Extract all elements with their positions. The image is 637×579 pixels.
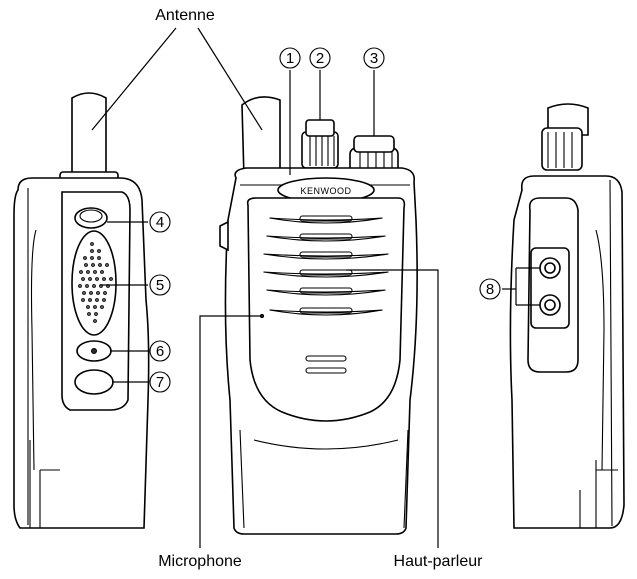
speaker-slot-inner <box>299 215 353 222</box>
volume-knob <box>301 119 339 169</box>
callout-4: 4 <box>149 211 171 233</box>
ptt-texture-dot <box>102 277 106 281</box>
left-antenna <box>71 92 107 181</box>
speaker-slot-inner <box>299 269 353 276</box>
ptt-texture-dot <box>91 263 95 267</box>
speaker-grille <box>263 215 389 316</box>
antenna-label: Antenne <box>155 7 215 24</box>
antenna-leader-left <box>91 27 177 131</box>
ptt-texture-dot <box>90 256 94 260</box>
left-side-view <box>13 92 150 529</box>
ptt-texture-dot <box>93 270 97 274</box>
ptt-texture-dot <box>88 277 92 281</box>
ptt-texture-dot <box>90 242 94 246</box>
ptt-texture-dot <box>95 277 99 281</box>
speaker-slot <box>266 289 386 296</box>
side-button-upper <box>74 207 108 229</box>
ptt-texture-dot <box>100 270 104 274</box>
callout-6: 6 <box>149 340 171 362</box>
ptt-texture-dot <box>89 291 93 295</box>
ptt-texture-dot <box>86 270 90 274</box>
brand-logo: KENWOOD <box>300 186 351 196</box>
callout-8: 8 <box>479 278 501 300</box>
speaker-slot-inner <box>299 287 353 294</box>
callout-3: 3 <box>363 47 385 69</box>
front-view: KENWOOD <box>199 70 439 548</box>
ptt-texture-dot <box>95 298 99 302</box>
svg-text:1: 1 <box>286 50 294 67</box>
antenna-leader-right <box>197 27 263 131</box>
svg-text:6: 6 <box>156 343 164 360</box>
ptt-texture-dot <box>97 249 101 253</box>
ptt-texture-dot <box>105 263 109 267</box>
ptt-texture-dot <box>84 263 88 267</box>
ptt-texture-dot <box>81 277 85 281</box>
ptt-texture-dot <box>93 305 97 309</box>
ptt-texture-dot <box>88 298 92 302</box>
ptt-texture-dot <box>79 270 83 274</box>
ptt-texture-dot <box>78 284 82 288</box>
ptt-texture-dot <box>87 312 91 316</box>
speaker-slot <box>269 217 383 224</box>
svg-text:5: 5 <box>156 277 164 294</box>
ptt-texture-dot <box>86 305 90 309</box>
callout-5: 5 <box>149 274 171 296</box>
svg-text:7: 7 <box>156 374 164 391</box>
svg-text:4: 4 <box>156 214 164 231</box>
ptt-texture-dot <box>100 305 104 309</box>
ptt-texture-dot <box>94 312 98 316</box>
speaker-label: Haut-parleur <box>394 553 484 570</box>
front-antenna <box>241 96 281 179</box>
ptt-texture-dot <box>90 249 94 253</box>
ptt-texture-dot <box>109 277 113 281</box>
speaker-slot <box>263 271 389 278</box>
speaker-slot <box>266 235 386 242</box>
ptt-texture-dot <box>92 284 96 288</box>
right-side-view <box>502 103 625 529</box>
ptt-texture-dot <box>82 291 86 295</box>
svg-text:3: 3 <box>370 50 378 67</box>
speaker-slot <box>269 309 383 316</box>
ptt-texture-dot <box>102 298 106 302</box>
speaker-slot <box>263 253 389 260</box>
ptt-texture-dot <box>97 256 101 260</box>
ptt-button <box>71 230 117 336</box>
ptt-texture-dot <box>93 319 97 323</box>
speaker-slot-inner <box>299 307 353 314</box>
ptt-texture-dot <box>81 298 85 302</box>
speaker-slot-inner <box>299 251 353 258</box>
ptt-texture-dot <box>85 284 89 288</box>
callout-2: 2 <box>309 47 331 69</box>
callout-1: 1 <box>279 47 301 69</box>
callout-7: 7 <box>149 371 171 393</box>
svg-text:8: 8 <box>486 281 494 298</box>
microphone-label: Microphone <box>158 553 242 570</box>
ptt-texture-dot <box>98 263 102 267</box>
speaker-slot-inner <box>299 233 353 240</box>
ptt-texture-dot <box>96 291 100 295</box>
ptt-texture-dot <box>103 291 107 295</box>
ptt-texture-dot <box>83 256 87 260</box>
side-button-7 <box>74 369 114 395</box>
svg-text:2: 2 <box>316 50 324 67</box>
front-panel <box>246 197 406 422</box>
